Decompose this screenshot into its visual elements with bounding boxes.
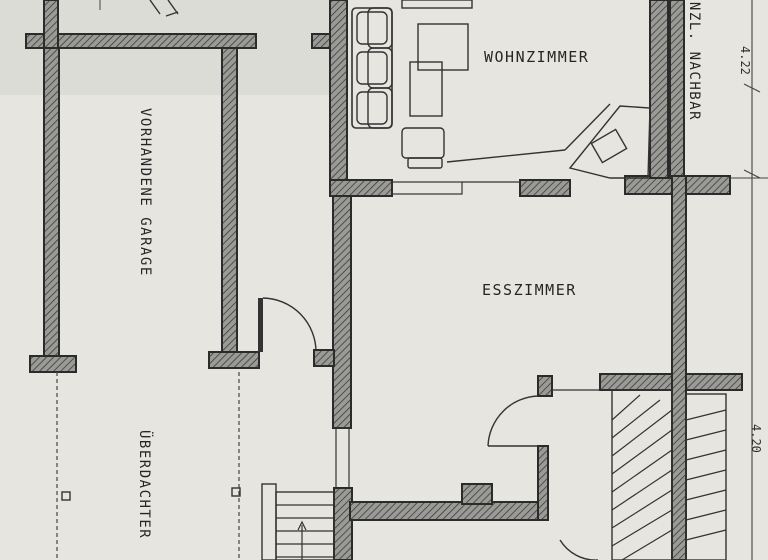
staircase-right bbox=[559, 389, 727, 560]
garage-walls bbox=[25, 0, 331, 373]
corner-desk bbox=[446, 103, 651, 179]
room-label-garage: VORHANDENE GARAGE bbox=[137, 108, 153, 277]
sofa bbox=[351, 0, 473, 129]
dimension-lower: 4.20 bbox=[749, 424, 763, 453]
entry-door bbox=[258, 297, 317, 353]
room-label-ueberdacht: ÜBERDACHTER bbox=[136, 430, 154, 539]
coffee-tables bbox=[409, 23, 469, 117]
dimension-line bbox=[730, 0, 768, 560]
dimension-upper: 4.22 bbox=[738, 46, 752, 75]
room-label-esszimmer: ESSZIMMER bbox=[482, 281, 577, 299]
armchair bbox=[401, 127, 445, 169]
dining-room-walls bbox=[313, 175, 743, 560]
neighbor-label: ANZL. NACHBAR bbox=[686, 0, 702, 121]
staircase-left bbox=[261, 483, 335, 560]
dining-door bbox=[487, 395, 539, 447]
room-label-wohnzimmer: WOHNZIMMER bbox=[484, 48, 589, 66]
